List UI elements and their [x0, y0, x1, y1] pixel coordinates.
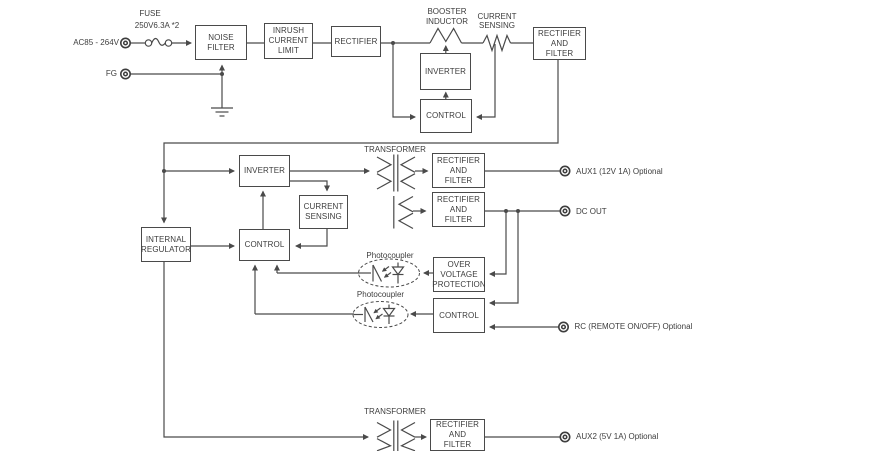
transformer2-label: TRANSFORMER [364, 406, 426, 416]
rc-terminal [557, 321, 569, 333]
transformer1-symbol [376, 154, 416, 230]
block-inverter-pfc: INVERTER [420, 53, 471, 90]
block-current-sensing: CURRENT SENSING [299, 195, 348, 229]
block-rectifier-filter-main: RECTIFIER AND FILTER [533, 27, 586, 60]
rc-input-label: RC (REMOTE ON/OFF) Optional [574, 322, 693, 331]
wire-sense-to-control1 [476, 44, 496, 120]
photocoupler1-symbol [358, 258, 420, 288]
block-control-secondary: CONTROL [433, 298, 485, 333]
wire-dcout-to-control3 [489, 211, 519, 306]
fg-terminal [120, 68, 132, 80]
aux2-terminal [559, 431, 571, 443]
wire-node-to-control1 [392, 43, 416, 120]
fuse-symbol [144, 37, 173, 47]
wire-bus-to-transformer2 [163, 262, 369, 440]
block-rectifier: RECTIFIER [331, 26, 381, 57]
fuse-rating-label: 250V6.3A *2 [134, 20, 180, 30]
booster-inductor-label: BOOSTER INDUCTOR [425, 7, 469, 26]
current-sense-resistor-symbol [482, 33, 512, 53]
block-rectifier-filter-aux1: RECTIFIER AND FILTER [432, 153, 485, 188]
aux1-output-label: AUX1 (12V 1A) Optional [576, 166, 663, 176]
current-sensing-label: CURRENT SENSING [477, 11, 517, 31]
dc-out-terminal [559, 205, 571, 217]
booster-inductor-symbol [429, 27, 463, 44]
block-inverter-main: INVERTER [239, 155, 290, 187]
block-over-voltage-protection: OVER VOLTAGE PROTECTION [432, 257, 486, 292]
block-rectifier-filter-dcout: RECTIFIER AND FILTER [432, 192, 485, 227]
block-control-main: CONTROL [239, 229, 290, 261]
block-internal-regulator: INTERNAL REGULATOR [141, 227, 191, 262]
aux1-terminal [559, 165, 571, 177]
fuse-title-label: FUSE [139, 9, 161, 18]
dc-out-label: DC OUT [576, 206, 607, 216]
block-noise-filter: NOISE FILTER [195, 25, 247, 60]
aux2-output-label: AUX2 (5V 1A) Optional [576, 432, 659, 441]
wire-inverter2-to-current-sensing [290, 180, 330, 192]
block-rectifier-filter-aux2: RECTIFIER AND FILTER [430, 419, 485, 451]
transformer1-label: TRANSFORMER [364, 145, 426, 154]
fg-label: FG [105, 69, 117, 78]
photocoupler1-label: Photocoupler [366, 250, 414, 260]
wire-rf-to-internal-regulator [161, 60, 559, 224]
block-inrush-current-limit: INRUSH CURRENT LIMIT [264, 23, 313, 59]
block-control-pfc: CONTROL [420, 99, 472, 133]
wire-dcout-to-ovp [489, 211, 507, 277]
ac-input-label: AC85 - 264V [73, 37, 119, 47]
ac-input-terminal [120, 37, 132, 49]
junction-dots [162, 41, 520, 213]
photocoupler2-label: Photocoupler [356, 289, 405, 299]
transformer2-symbol [376, 420, 416, 451]
photocoupler2-symbol [352, 301, 409, 328]
ground-symbol [211, 107, 233, 117]
wire-current-sensing-to-control [295, 229, 328, 249]
